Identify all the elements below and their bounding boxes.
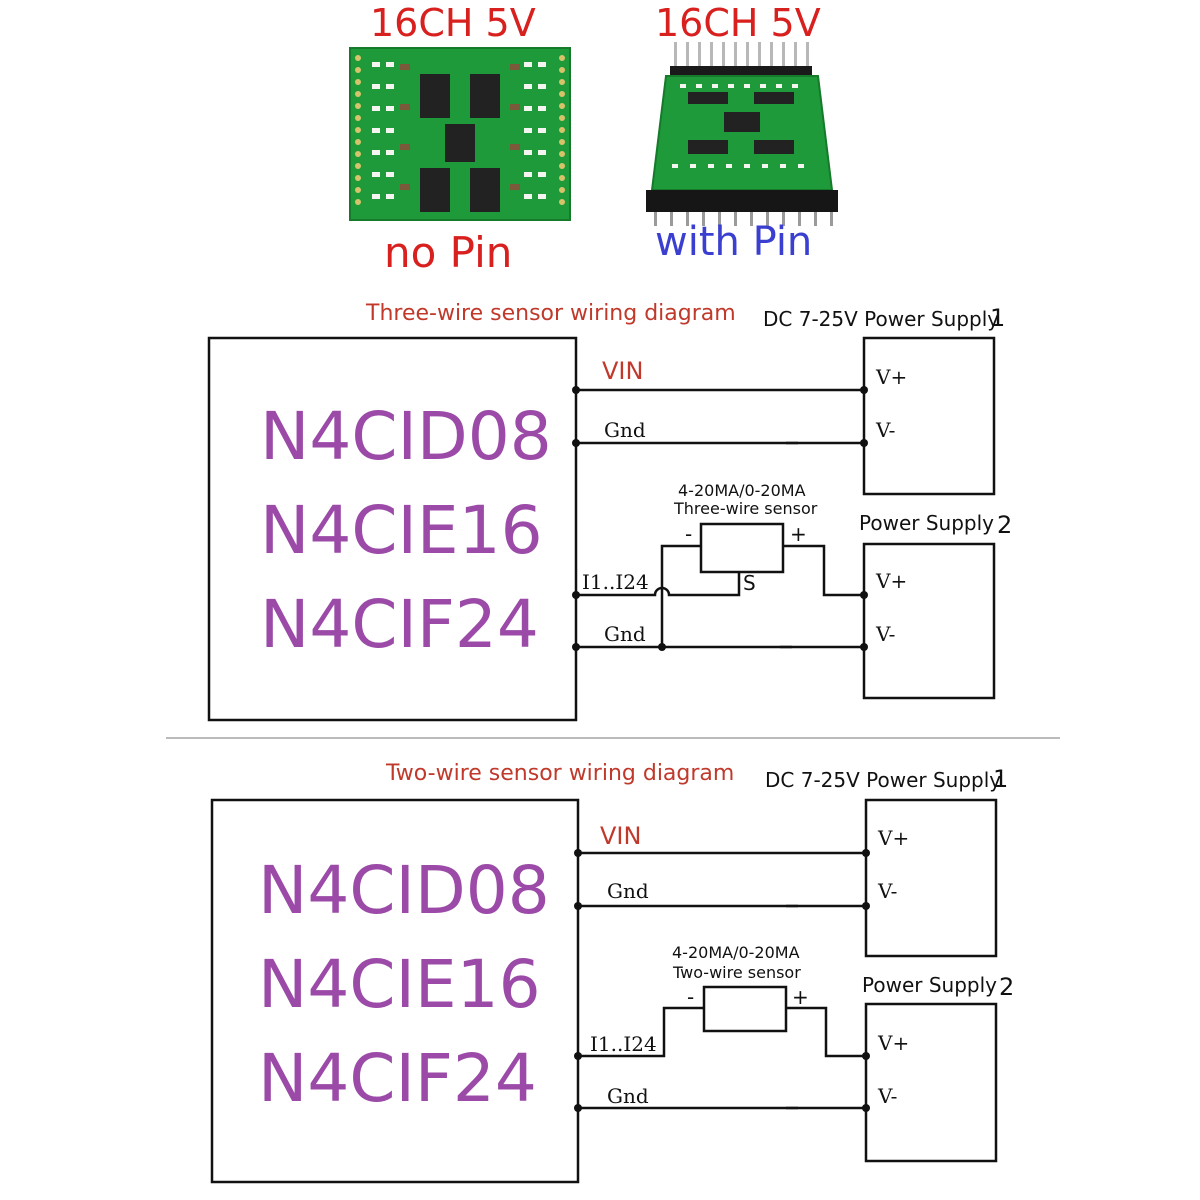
three-wire-sensor-caption-2: Three-wire sensor	[674, 499, 818, 518]
right-board-bottom-label: with Pin	[655, 219, 813, 265]
two-wire-vin-label: VIN	[600, 822, 642, 850]
three-wire-sensor-plus: +	[790, 522, 807, 546]
two-wire-supply2-number: 2	[999, 973, 1015, 1001]
three-wire-supply2-vminus: V-	[876, 622, 896, 646]
three-wire-sensor-minus-lead	[660, 544, 701, 647]
three-wire-supply1-label: DC 7-25V Power Supply	[763, 307, 1000, 331]
three-wire-model-2: N4CIE16	[260, 492, 543, 569]
three-wire-supply1-box	[862, 336, 996, 496]
left-board-top-label: 16CH 5V	[370, 1, 536, 45]
two-wire-input-label: I1..I24	[590, 1032, 657, 1056]
two-wire-supply2-label: Power Supply	[862, 973, 997, 997]
three-wire-model-3: N4CIF24	[260, 586, 539, 663]
two-wire-gnd2-label: Gnd	[607, 1084, 649, 1108]
two-wire-gnd-label: Gnd	[607, 879, 649, 903]
three-wire-supply1-number: 1	[990, 304, 1006, 332]
two-wire-supply2-vminus: V-	[878, 1084, 898, 1108]
two-wire-supply1-vminus: V-	[878, 879, 898, 903]
two-wire-sensor-box	[702, 985, 788, 1033]
three-wire-sensor-box	[699, 522, 785, 574]
three-wire-sensor-caption-1: 4-20MA/0-20MA	[678, 481, 806, 500]
three-wire-module-box	[207, 336, 578, 722]
three-wire-supply2-box	[862, 542, 996, 700]
three-wire-supply2-vplus: V+	[876, 569, 908, 593]
two-wire-input-line	[578, 1006, 704, 1058]
three-wire-vin-label: VIN	[602, 357, 644, 385]
two-wire-supply2-box	[864, 1002, 998, 1163]
two-wire-module-box	[210, 798, 580, 1184]
three-wire-input-label: I1..I24	[582, 570, 649, 594]
left-board-bottom-label: no Pin	[384, 228, 513, 277]
two-wire-supply1-vplus: V+	[878, 826, 910, 850]
two-wire-supply1-number: 1	[993, 765, 1009, 793]
right-board-top-label: 16CH 5V	[655, 1, 821, 45]
two-wire-sensor-caption-1: 4-20MA/0-20MA	[672, 943, 800, 962]
three-wire-sensor-plus-lead	[783, 544, 864, 597]
three-wire-supply2-label: Power Supply	[859, 511, 994, 535]
board-with-pin-image	[646, 42, 838, 226]
two-wire-supply1-label: DC 7-25V Power Supply	[765, 768, 1002, 792]
two-wire-model-1: N4CID08	[258, 852, 550, 929]
two-wire-sensor-plus: +	[792, 985, 809, 1009]
three-wire-gnd-label: Gnd	[604, 418, 646, 442]
two-wire-sensor-minus: -	[687, 985, 695, 1009]
two-wire-model-2: N4CIE16	[258, 946, 541, 1023]
three-wire-sensor-minus: -	[685, 522, 693, 546]
three-wire-sensor-signal: S	[743, 571, 756, 595]
two-wire-model-3: N4CIF24	[258, 1040, 537, 1117]
two-wire-sensor-caption-2: Two-wire sensor	[673, 963, 801, 982]
three-wire-model-1: N4CID08	[260, 398, 552, 475]
two-wire-sensor-plus-lead	[786, 1006, 866, 1058]
two-wire-supply2-vplus: V+	[878, 1031, 910, 1055]
three-wire-supply1-vplus: V+	[876, 365, 908, 389]
three-wire-title: Three-wire sensor wiring diagram	[366, 301, 736, 326]
three-wire-supply1-vminus: V-	[876, 418, 896, 442]
three-wire-gnd2-label: Gnd	[604, 622, 646, 646]
two-wire-supply1-box	[864, 798, 998, 958]
board-no-pin-image	[349, 47, 571, 221]
three-wire-supply2-number: 2	[997, 511, 1013, 539]
two-wire-title: Two-wire sensor wiring diagram	[386, 761, 735, 786]
